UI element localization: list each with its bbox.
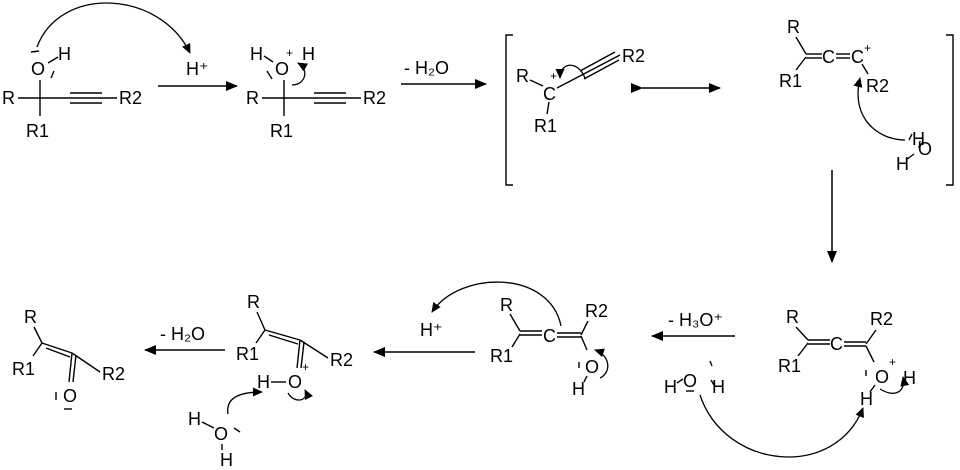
atom-R2: R2 [330,350,353,370]
atom-H: H [250,44,263,64]
atom-H: H [896,154,909,174]
lone-pair [709,360,713,367]
atom-C: C [830,334,843,354]
atom-C: C [543,84,556,104]
atom-H: H [302,44,315,64]
curved-arrow-deprotonation [699,394,864,458]
atom-O: O [918,139,932,159]
charge-plus: + [889,355,896,369]
atom-R: R [516,66,529,86]
atom-R2: R2 [866,76,889,96]
lone-pair [50,70,55,79]
charge-plus: + [302,360,309,374]
curved-arrow [879,376,910,394]
protonated-allenol: R C R2 R1 O + H H [778,307,916,409]
curved-arrow [291,62,309,86]
atom-R1: R1 [236,344,259,364]
atom-R: R [786,307,799,327]
atom-C: C [851,47,864,67]
minus-water-label: - H₂O [160,324,205,344]
atom-H: H [712,377,725,397]
curved-arrow-protonation [431,281,562,327]
atom-O: O [31,59,45,79]
protonated-enone: R R1 R2 O + H H O H [188,292,353,470]
propargyl-cation: R C + R1 R2 [516,46,645,136]
charge-plus: + [864,41,871,55]
water-base: H O H [664,360,864,458]
enone-product: R R1 R2 O [12,307,125,410]
atom-R2: R2 [102,364,125,384]
atom-H: H [664,377,677,397]
atom-R2: R2 [363,88,386,108]
lone-pair [233,427,241,433]
atom-R: R [24,307,37,327]
curved-arrow-water-attack [853,77,906,141]
atom-H: H [257,372,270,392]
charge-plus: + [550,69,557,83]
atom-R: R [787,17,800,37]
charge-plus: + [286,46,293,60]
curved-arrow-protonation [36,2,191,54]
atom-R1: R1 [26,121,49,141]
lone-pair [30,50,40,53]
atom-O: O [585,357,599,377]
atom-O: O [875,367,889,387]
proton-label: H⁺ [420,320,443,340]
right-bracket [946,34,954,186]
allenol: R C R2 R1 O H H⁺ [420,281,609,399]
atom-R1: R1 [12,359,35,379]
atom-O: O [214,424,228,444]
atom-R2: R2 [585,301,608,321]
atom-C: C [822,47,835,67]
atom-O: O [275,59,289,79]
atom-R1: R1 [534,116,557,136]
minus-water-label: - H₂O [404,58,449,78]
atom-H: H [58,44,71,64]
proton-label: H⁺ [186,59,209,79]
atom-R1: R1 [490,346,513,366]
atom-R: R [2,88,15,108]
curved-arrow [594,348,609,379]
curved-arrow [287,389,314,401]
oxonium-intermediate: H O + H R R2 R1 [246,44,386,141]
propargyl-alcohol: O H R R2 R1 H⁺ [2,2,209,141]
allenyl-cation: R C C + R1 R2 H O H [779,17,932,174]
atom-H: H [903,368,916,388]
lone-pair [908,133,913,141]
atom-O: O [288,372,302,392]
atom-H: H [912,129,925,149]
atom-R1: R1 [778,356,801,376]
atom-R: R [246,88,259,108]
lone-pair [266,70,273,80]
atom-H: H [188,409,201,429]
curved-arrow-deprotonation [227,387,263,415]
atom-R1: R1 [779,71,802,91]
atom-R2: R2 [870,309,893,329]
atom-O: O [683,371,697,391]
left-bracket [505,34,513,186]
minus-hydronium-label: - H₃O⁺ [668,310,723,330]
curved-arrow [555,64,586,79]
atom-R: R [500,295,513,315]
atom-H: H [572,379,585,399]
atom-O: O [63,386,77,406]
atom-R: R [247,292,260,312]
atom-R2: R2 [622,46,645,66]
atom-C: C [543,326,556,346]
atom-R1: R1 [270,121,293,141]
atom-H: H [220,450,233,470]
atom-H: H [860,389,873,409]
atom-R2: R2 [119,88,142,108]
